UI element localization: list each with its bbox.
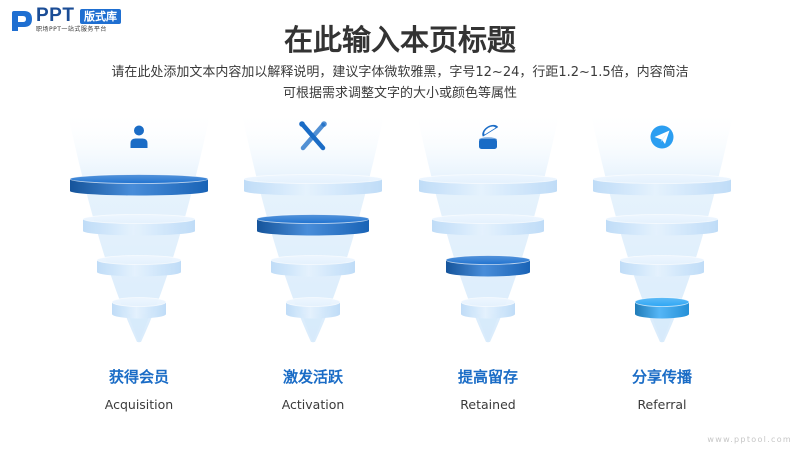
funnel-column-2	[241, 110, 385, 343]
funnel-disc-level-4	[111, 297, 167, 319]
funnel-sublabel-retained: Retained	[460, 397, 516, 412]
description-line-2: 可根据需求调整文字的大小或颜色等属性	[282, 86, 517, 101]
logo-tagline: 职场PPT一站式服务平台	[36, 26, 107, 33]
funnel-disc-level-1	[592, 174, 732, 196]
funnel-disc-level-2	[605, 214, 719, 236]
funnel-tip	[477, 314, 499, 343]
brand-logo: PPT 版式库 职场PPT一站式服务平台	[0, 0, 140, 40]
funnel-tip	[651, 314, 673, 343]
funnel-disc-level-4	[285, 297, 341, 319]
funnel-disc-level-1	[243, 174, 383, 196]
disc-top	[634, 297, 690, 307]
funnel-sublabel-referral: Referral	[637, 397, 687, 412]
disc-top	[243, 174, 383, 184]
funnel-disc-level-3-highlighted	[445, 255, 531, 277]
open-jar-icon	[479, 124, 499, 149]
funnel-disc-stack	[592, 174, 732, 319]
disc-top	[270, 255, 356, 265]
disc-top	[285, 297, 341, 307]
disc-top	[96, 255, 182, 265]
paper-plane-icon	[650, 125, 674, 149]
user-icon	[130, 125, 148, 148]
disc-top	[256, 214, 370, 224]
watermark-url: www.pptool.com	[707, 435, 792, 444]
funnel-disc-level-3	[96, 255, 182, 277]
funnel-column-3	[416, 110, 560, 343]
funnel-disc-level-2	[431, 214, 545, 236]
disc-top	[619, 255, 705, 265]
funnel-tip	[302, 314, 324, 343]
funnel-disc-level-1-highlighted	[69, 174, 209, 196]
funnel-disc-level-4	[460, 297, 516, 319]
disc-top	[431, 214, 545, 224]
funnel-disc-stack	[69, 174, 209, 319]
funnel-disc-level-4-highlighted	[634, 297, 690, 319]
funnel-column-4	[590, 110, 734, 343]
funnel-disc-stack	[418, 174, 558, 319]
funnel-label-activation: 激发活跃	[282, 368, 343, 386]
funnel-column-1	[67, 110, 211, 343]
page-title: 在此输入本页标题	[283, 23, 516, 57]
logo-badge: 版式库	[80, 9, 121, 24]
funnel-tip	[128, 314, 150, 343]
funnel-label-referral: 分享传播	[631, 368, 692, 386]
disc-top	[111, 297, 167, 307]
funnel-disc-level-2	[82, 214, 196, 236]
disc-top	[592, 174, 732, 184]
disc-top	[418, 174, 558, 184]
funnel-disc-stack	[243, 174, 383, 319]
disc-top	[69, 174, 209, 184]
logo-brand-text: PPT	[36, 5, 75, 26]
funnel-sublabel-acquisition: Acquisition	[104, 397, 174, 412]
disc-top	[445, 255, 531, 265]
funnel-disc-level-1	[418, 174, 558, 196]
crossed-tools-icon	[299, 121, 327, 151]
funnel-disc-level-2-highlighted	[256, 214, 370, 236]
funnel-label-acquisition: 获得会员	[108, 368, 169, 386]
description-line-1: 请在此处添加文本内容加以解释说明，建议字体微软雅黑，字号12~24，行距1.2~…	[111, 65, 689, 80]
disc-top	[82, 214, 196, 224]
funnel-sublabel-activation: Activation	[281, 397, 345, 412]
disc-top	[605, 214, 719, 224]
funnel-label-retained: 提高留存	[457, 368, 518, 386]
ppt-logo-icon	[12, 11, 32, 31]
disc-top	[460, 297, 516, 307]
funnel-disc-level-3	[619, 255, 705, 277]
funnel-disc-level-3	[270, 255, 356, 277]
